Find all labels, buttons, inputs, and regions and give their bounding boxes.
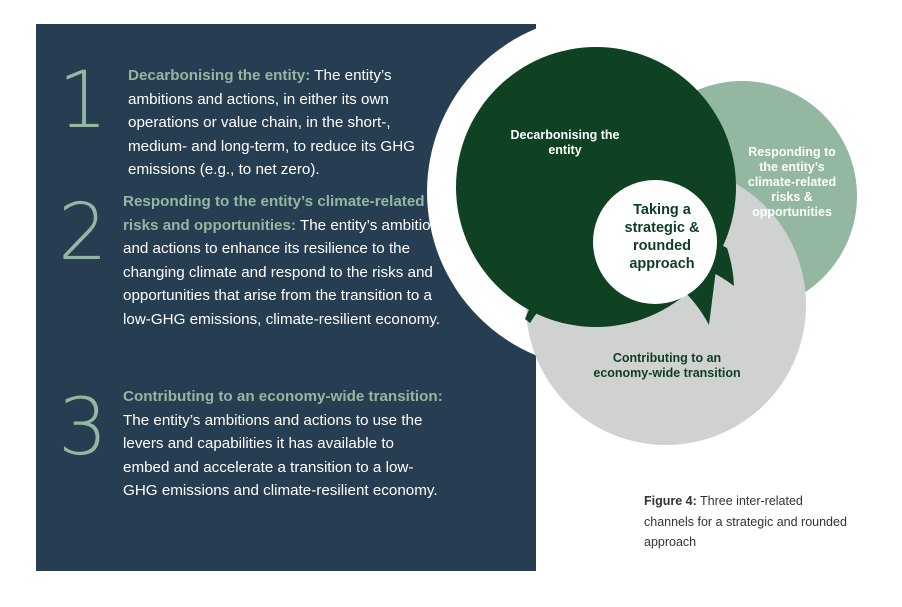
responding-label: Responding to the entity’s climate-relat… <box>747 145 837 219</box>
item-text: Responding to the entity’s climate-relat… <box>123 190 448 331</box>
caption-text: Three inter-related channels for a strat… <box>644 494 847 549</box>
caption-label: Figure 4: <box>644 494 697 508</box>
item-heading: Responding to the entity’s climate-relat… <box>123 193 425 234</box>
item-heading: Contributing to an economy-wide transiti… <box>123 388 443 405</box>
item-number: 1 <box>58 56 108 146</box>
figure-caption: Figure 4: Three inter-related channels f… <box>644 491 854 553</box>
item-text: Decarbonising the entity: The entity’s a… <box>128 64 428 182</box>
center-label: Taking a strategic & rounded approach <box>624 202 700 272</box>
decarbonising-label: Decarbonising the entity <box>510 128 620 157</box>
center-circle <box>593 180 717 304</box>
item-number: 3 <box>58 383 108 473</box>
item-text: Contributing to an economy-wide transiti… <box>123 385 443 503</box>
item-number: 2 <box>58 188 108 278</box>
item-body: The entity’s ambitions and actions to us… <box>123 411 438 500</box>
item-body: The entity’s ambitions and actions to en… <box>123 216 447 328</box>
item-body: The entity’s ambitions and actions, in e… <box>128 67 415 178</box>
item-heading: Decarbonising the entity: <box>128 67 311 84</box>
contributing-label: Contributing to an economy-wide transiti… <box>593 351 741 380</box>
